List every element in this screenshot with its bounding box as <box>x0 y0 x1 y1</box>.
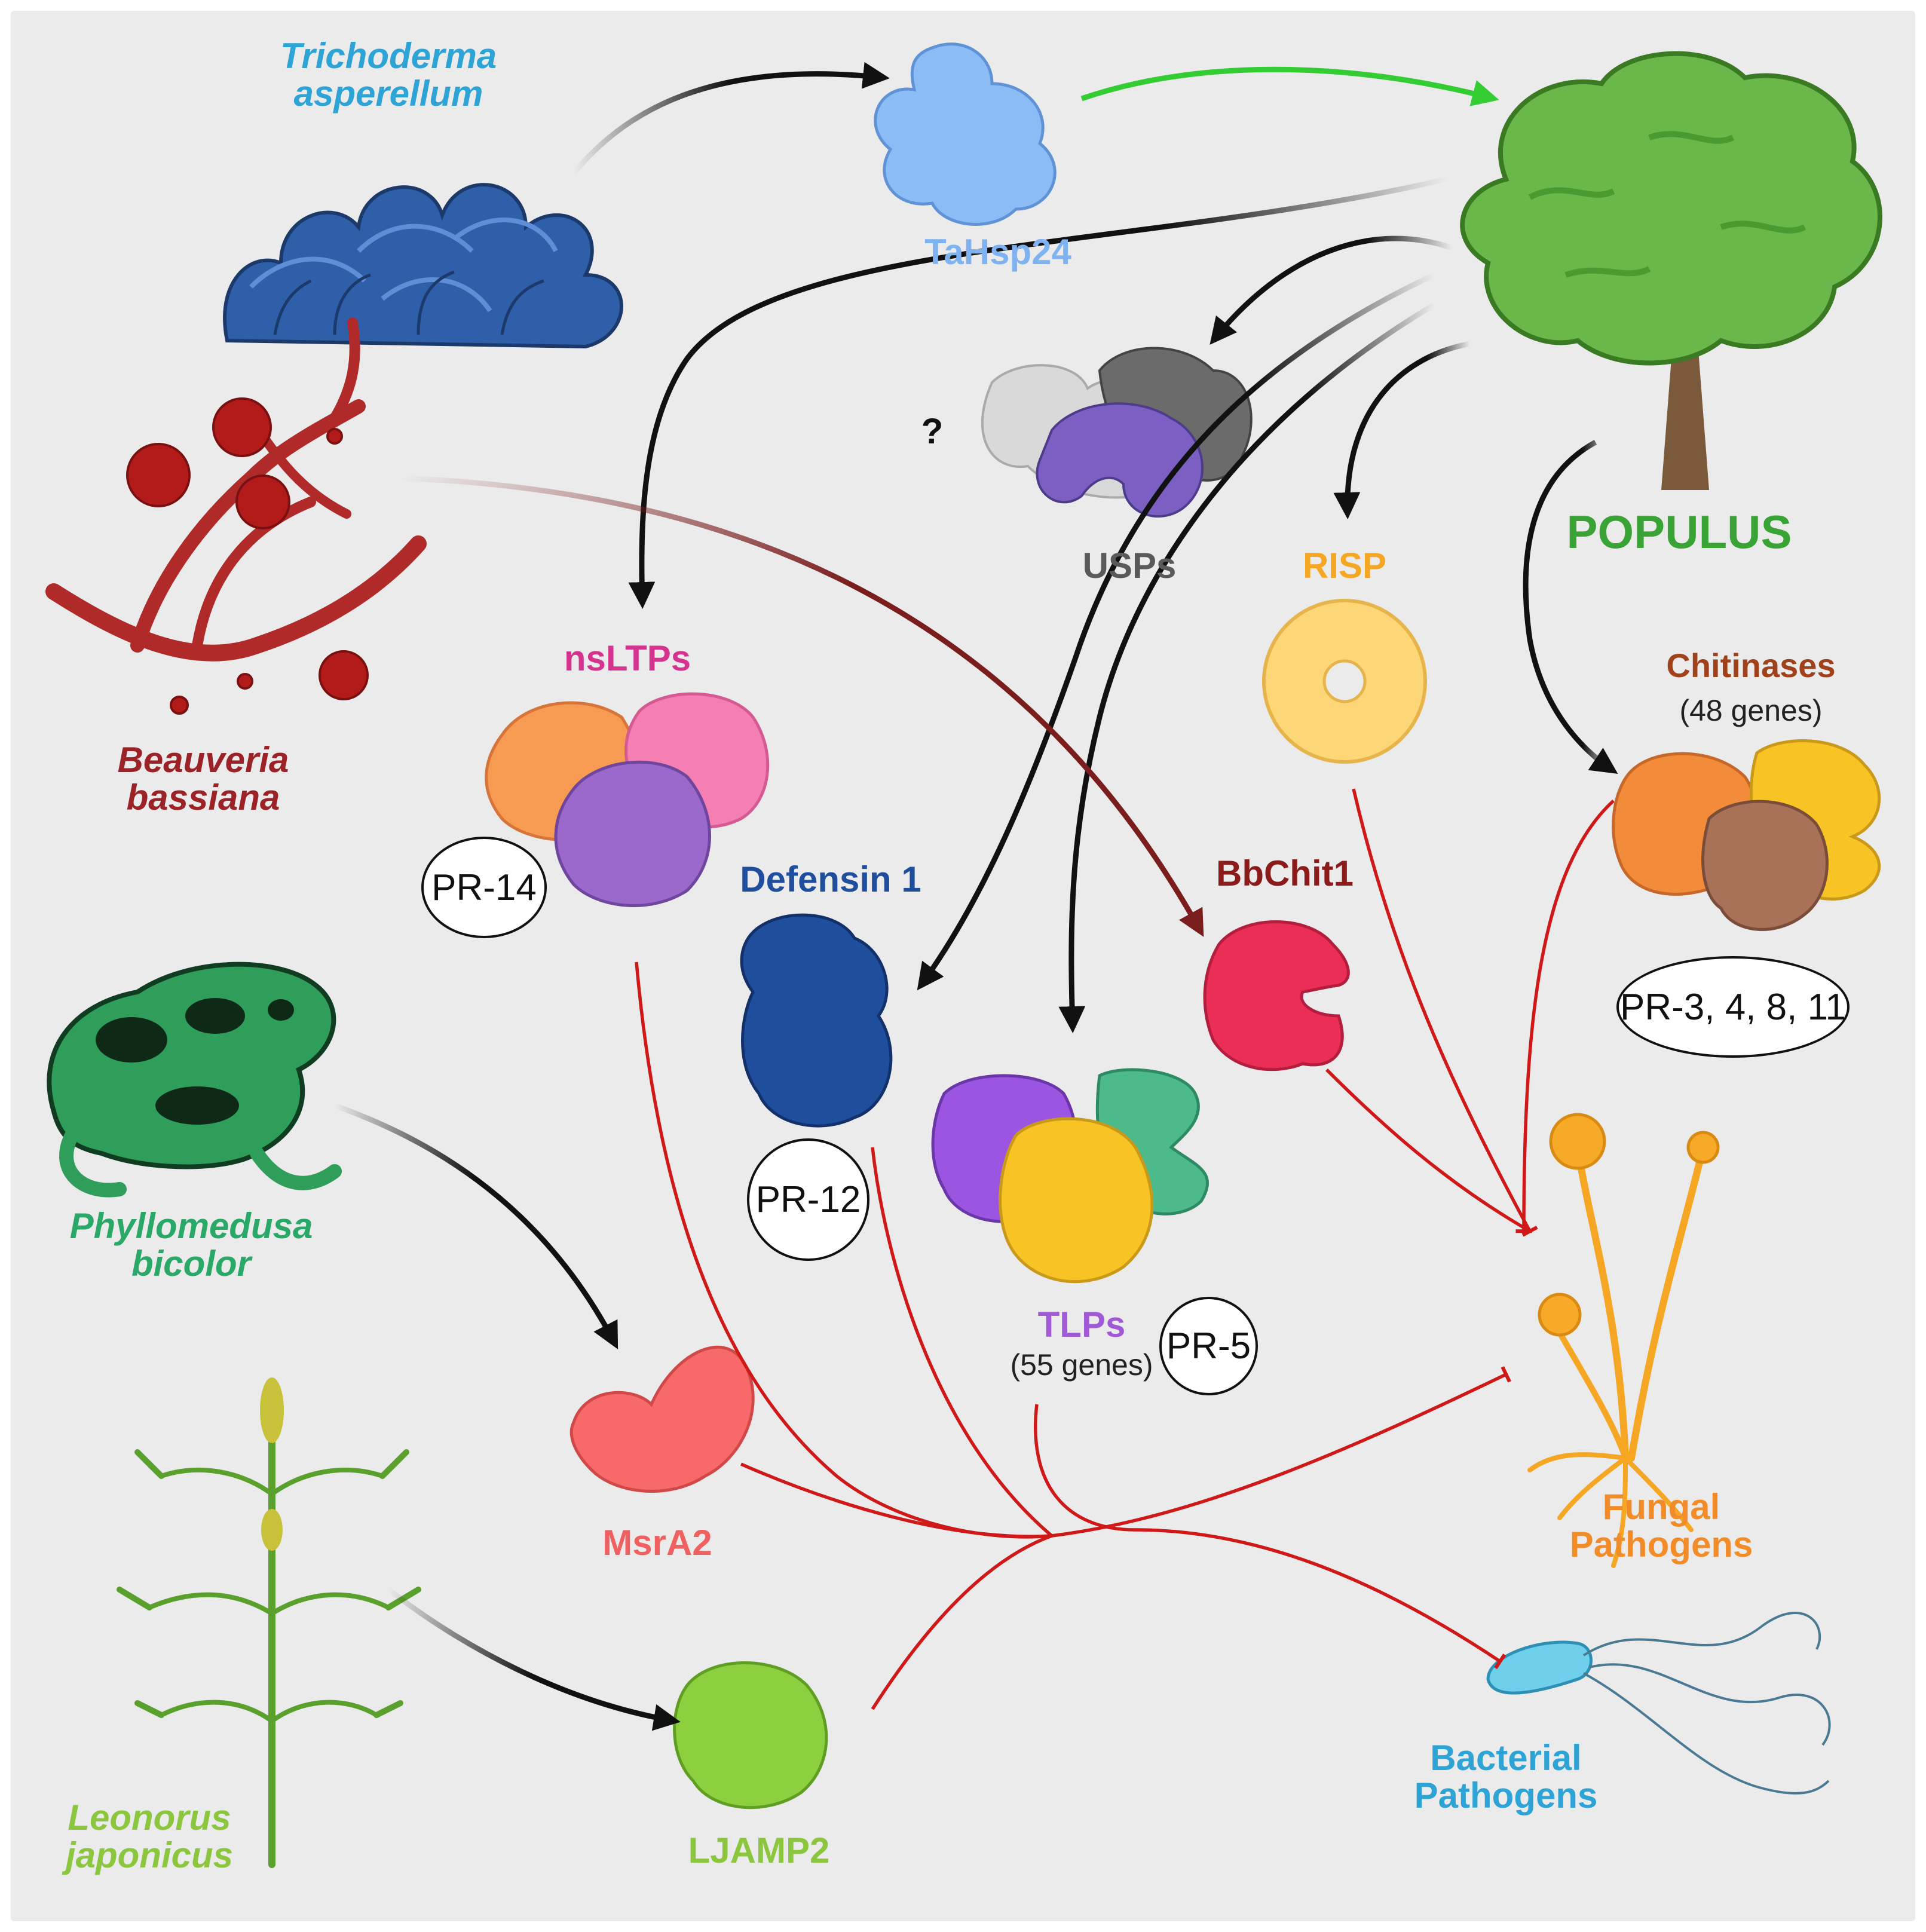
ljamp2-name: LJAMP2 <box>688 1830 830 1870</box>
tahsp24-label: TaHsp24 <box>890 233 1106 271</box>
msra2-label: MsrA2 <box>568 1524 747 1561</box>
populus-to-risp-arrow <box>1333 341 1471 519</box>
tlps-genes: (55 genes) <box>1010 1348 1153 1382</box>
defensin-inhibition <box>871 1147 1053 1538</box>
usps-label: USPs <box>1040 547 1219 584</box>
risp-protein <box>1262 599 1427 764</box>
trichoderma-label: Trichoderma asperellum <box>263 37 514 112</box>
fungal-pathogens-name: Fungal Pathogens <box>1569 1487 1753 1564</box>
usps-question-label: ? <box>914 412 950 450</box>
fungal-pathogens-label: Fungal Pathogens <box>1530 1488 1793 1563</box>
tlps-pr-text: PR-5 <box>1166 1325 1251 1367</box>
msra2-protein <box>569 1345 755 1493</box>
ljamp2-label: LJAMP2 <box>657 1832 861 1869</box>
phyllomedusa-label: Phyllomedusa bicolor <box>36 1207 347 1282</box>
usps-question-mark: ? <box>921 411 944 451</box>
fungal-pathogen-heads <box>1538 1113 1720 1337</box>
chitinases-genes-label: (48 genes) <box>1613 693 1888 728</box>
nsltps-protein <box>485 692 770 907</box>
defensin-pr-badge: PR-12 <box>747 1138 869 1261</box>
populus-name: POPULUS <box>1566 506 1792 558</box>
phyllomedusa-to-msra2-arrow <box>333 1103 618 1349</box>
tahsp24-protein <box>874 42 1057 226</box>
chitinases-inhibit-fungi <box>1515 799 1615 1233</box>
populus-tree-illustration <box>1460 51 1882 490</box>
leonorus-flowers <box>260 1377 284 1551</box>
phyllomedusa-name: Phyllomedusa bicolor <box>69 1206 313 1284</box>
msra2-name: MsrA2 <box>602 1523 712 1563</box>
leonorus-name: Leonorus japonicus <box>65 1798 234 1875</box>
inhibition-lines <box>635 788 1615 1710</box>
bbchit1-protein <box>1203 920 1350 1071</box>
combined-inhibits-fungi <box>1051 1366 1511 1538</box>
chitinases-pr-text: PR-3, 4, 8, 11 <box>1620 986 1846 1028</box>
populus-to-usps-arrow <box>1210 235 1453 345</box>
trichoderma-name: Trichoderma asperellum <box>280 36 497 114</box>
populus-to-nsltps-arrow <box>628 176 1447 609</box>
trichoderma-illustration <box>223 183 623 349</box>
bacterial-pathogen-illustration <box>1486 1612 1831 1795</box>
leonorus-label: Leonorus japonicus <box>42 1799 257 1874</box>
bacterial-pathogens-label: Bacterial Pathogens <box>1374 1739 1637 1814</box>
beauveria-to-bbchit1-arrow <box>400 475 1204 937</box>
chitinases-protein <box>1612 739 1881 931</box>
bbchit1-name: BbChit1 <box>1216 853 1354 893</box>
risp-label: RISP <box>1267 547 1422 584</box>
tlps-name: TLPs <box>1037 1305 1126 1345</box>
tlps-inhibition <box>1033 1404 1506 1670</box>
ljamp2-inhibition <box>871 1534 1052 1710</box>
defensin-pr-text: PR-12 <box>755 1179 861 1220</box>
leonorus-to-ljamp2-arrow <box>387 1587 681 1731</box>
risp-inhibits-fungi <box>1352 788 1538 1237</box>
defensin-protein <box>740 913 893 1128</box>
usps-name: USPs <box>1082 546 1177 586</box>
ljamp2-protein <box>673 1661 828 1809</box>
populus-to-tlps-arrow <box>1058 302 1436 1033</box>
tahsp24-to-populus-arrow <box>1080 66 1499 106</box>
tlps-protein <box>931 1068 1209 1284</box>
nsltps-label: nsLTPs <box>538 639 717 677</box>
bacterial-pathogens-name: Bacterial Pathogens <box>1414 1738 1598 1815</box>
bbchit1-label: BbChit1 <box>1189 855 1380 892</box>
beauveria-name: Beauveria bassiana <box>117 740 289 817</box>
populus-to-defensin-arrow <box>917 272 1435 991</box>
populus-label: POPULUS <box>1542 506 1817 558</box>
nsltps-pr-text: PR-14 <box>431 867 537 908</box>
chitinases-name: Chitinases <box>1666 647 1836 684</box>
chitinases-pr-badge: PR-3, 4, 8, 11 <box>1616 956 1850 1058</box>
beauveria-label: Beauveria bassiana <box>90 741 317 816</box>
phyllomedusa-illustration <box>47 962 342 1198</box>
populus-to-chitinases-arrow <box>1523 440 1618 774</box>
tlps-pr-badge: PR-5 <box>1159 1297 1258 1395</box>
nsltps-name: nsLTPs <box>564 638 691 678</box>
defensin-name: Defensin 1 <box>740 859 921 899</box>
tlps-label: TLPs <box>992 1306 1171 1343</box>
beauveria-spores <box>126 397 369 715</box>
nsltps-pr-badge: PR-14 <box>421 837 547 938</box>
tahsp24-name: TaHsp24 <box>924 232 1071 272</box>
leonorus-illustration <box>117 1389 421 1868</box>
chitinases-genes: (48 genes) <box>1679 694 1823 727</box>
bbchit1-inhibits-fungi <box>1325 1068 1531 1233</box>
fungal-pathogen-illustration <box>1527 1144 1707 1568</box>
defensin-label: Defensin 1 <box>705 861 956 898</box>
risp-name: RISP <box>1302 546 1387 586</box>
chitinases-label: Chitinases <box>1613 648 1888 684</box>
beauveria-illustration <box>45 317 427 662</box>
tlps-genes-label: (55 genes) <box>980 1348 1183 1382</box>
msra2-inhibition <box>740 1462 1052 1538</box>
trichoderma-to-tahsp24-arrow <box>571 62 890 175</box>
